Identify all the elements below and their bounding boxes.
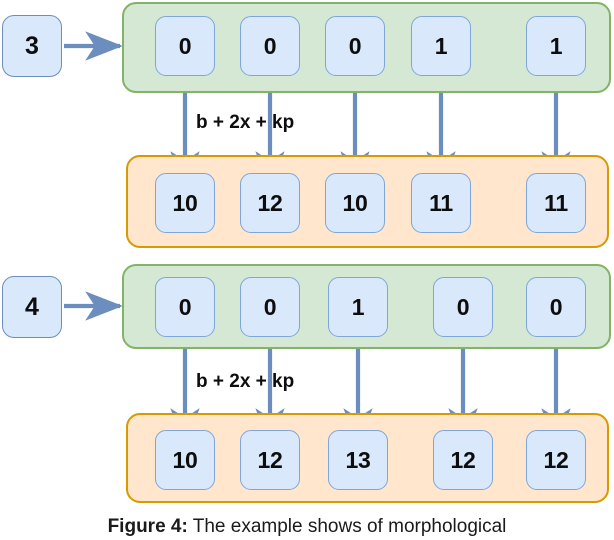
source-cell-value-r1-c4: 1 bbox=[434, 32, 448, 59]
source-cell-r1-c3[interactable]: 0 bbox=[325, 16, 385, 76]
source-cell-r2-c1[interactable]: 0 bbox=[155, 277, 215, 337]
input-box-row-2[interactable]: 4 bbox=[2, 276, 62, 338]
source-cell-r1-c1[interactable]: 0 bbox=[155, 16, 215, 76]
result-cell-r2-c2[interactable]: 12 bbox=[240, 430, 300, 490]
input-box-row-1[interactable]: 3 bbox=[2, 15, 62, 77]
source-cell-r2-c4[interactable]: 0 bbox=[433, 277, 493, 337]
result-cell-r1-c3[interactable]: 10 bbox=[325, 173, 385, 233]
result-cell-r1-c1[interactable]: 10 bbox=[155, 173, 215, 233]
figure-caption-text: The example shows of morphological bbox=[187, 516, 507, 537]
result-cell-value-r2-c5: 12 bbox=[543, 446, 569, 473]
result-cell-value-r1-c2: 12 bbox=[257, 189, 283, 216]
source-cell-r1-c5[interactable]: 1 bbox=[526, 16, 586, 76]
result-cell-r2-c5[interactable]: 12 bbox=[526, 430, 586, 490]
result-cell-value-r2-c4: 12 bbox=[450, 446, 476, 473]
result-cell-r2-c1[interactable]: 10 bbox=[155, 430, 215, 490]
source-cell-value-r1-c2: 0 bbox=[263, 32, 277, 59]
source-cell-value-r1-c1: 0 bbox=[178, 32, 192, 59]
source-cell-r2-c3[interactable]: 1 bbox=[328, 277, 388, 337]
source-cell-r2-c5[interactable]: 0 bbox=[526, 277, 586, 337]
result-cell-value-r1-c5: 11 bbox=[544, 189, 568, 216]
source-cell-r1-c2[interactable]: 0 bbox=[240, 16, 300, 76]
result-cell-value-r2-c3: 13 bbox=[345, 446, 371, 473]
transform-label-row-2: b + 2x + kp bbox=[196, 371, 295, 392]
source-cell-value-r2-c1: 0 bbox=[178, 293, 192, 320]
result-cell-r1-c2[interactable]: 12 bbox=[240, 173, 300, 233]
result-cell-value-r1-c3: 10 bbox=[342, 189, 368, 216]
source-cell-value-r2-c3: 1 bbox=[351, 293, 365, 320]
input-value-row-1: 3 bbox=[25, 31, 39, 60]
source-cell-value-r1-c3: 0 bbox=[348, 32, 362, 59]
figure-caption: Figure 4: The example shows of morpholog… bbox=[0, 516, 614, 538]
source-cell-value-r2-c4: 0 bbox=[456, 293, 470, 320]
result-cell-value-r2-c2: 12 bbox=[257, 446, 283, 473]
source-cell-r1-c4[interactable]: 1 bbox=[411, 16, 471, 76]
figure-caption-prefix: Figure 4: bbox=[107, 516, 188, 537]
source-cell-r2-c2[interactable]: 0 bbox=[240, 277, 300, 337]
input-value-row-2: 4 bbox=[25, 292, 39, 321]
result-cell-value-r2-c1: 10 bbox=[172, 446, 198, 473]
result-cell-r1-c5[interactable]: 11 bbox=[526, 173, 586, 233]
result-cell-value-r1-c4: 11 bbox=[429, 189, 453, 216]
result-cell-value-r1-c1: 10 bbox=[172, 189, 198, 216]
source-cell-value-r1-c5: 1 bbox=[549, 32, 563, 59]
result-cell-r2-c4[interactable]: 12 bbox=[433, 430, 493, 490]
transform-label-row-1: b + 2x + kp bbox=[196, 112, 295, 133]
result-cell-r1-c4[interactable]: 11 bbox=[411, 173, 471, 233]
source-cell-value-r2-c5: 0 bbox=[549, 293, 563, 320]
result-cell-r2-c3[interactable]: 13 bbox=[328, 430, 388, 490]
source-cell-value-r2-c2: 0 bbox=[263, 293, 277, 320]
